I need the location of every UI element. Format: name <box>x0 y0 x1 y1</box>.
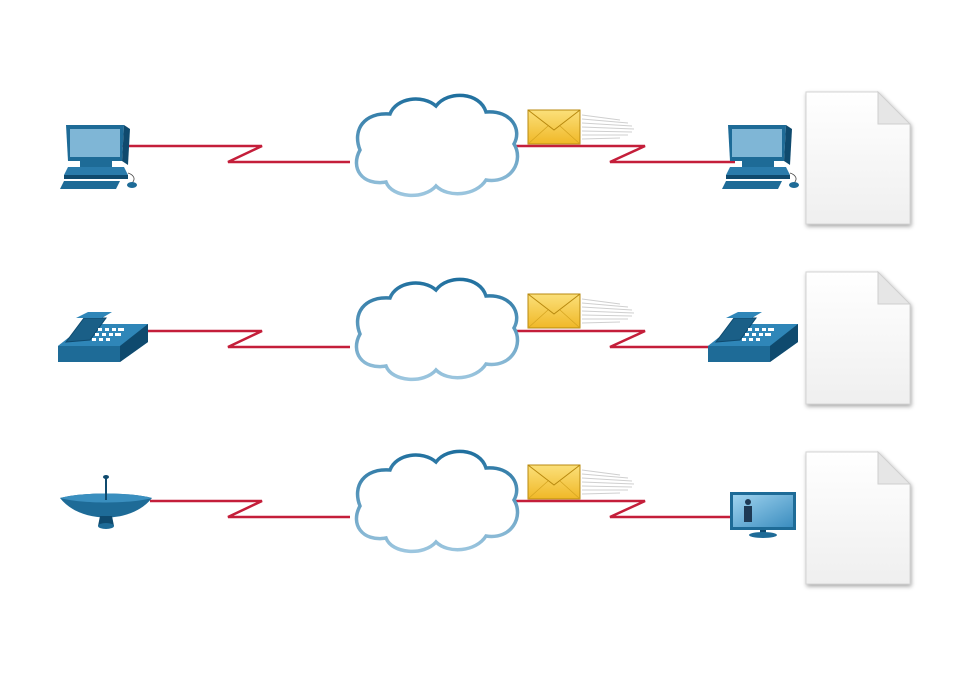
link-source-data <box>122 144 350 164</box>
cloud-icon <box>354 277 520 382</box>
document-icon <box>806 92 910 224</box>
envelope-icon <box>527 464 635 500</box>
envelope-icon <box>527 293 635 329</box>
row-voice <box>57 272 910 404</box>
row-data <box>59 92 910 224</box>
document-icon <box>806 452 910 584</box>
row-video <box>59 449 910 584</box>
cloud-icon <box>354 449 520 554</box>
link-destination-data <box>512 144 735 164</box>
television-icon <box>730 492 796 538</box>
computer-icon <box>721 124 800 190</box>
envelope-icon <box>527 109 635 145</box>
link-source-voice <box>140 329 350 349</box>
computer-icon <box>59 124 138 190</box>
link-source-video <box>150 499 350 519</box>
satellite-dish-icon <box>59 474 153 530</box>
link-destination-voice <box>512 329 725 349</box>
telephone-icon <box>707 311 799 363</box>
link-destination-video <box>512 499 730 519</box>
telephone-icon <box>57 311 149 363</box>
document-icon <box>806 272 910 404</box>
cloud-icon <box>354 93 520 198</box>
